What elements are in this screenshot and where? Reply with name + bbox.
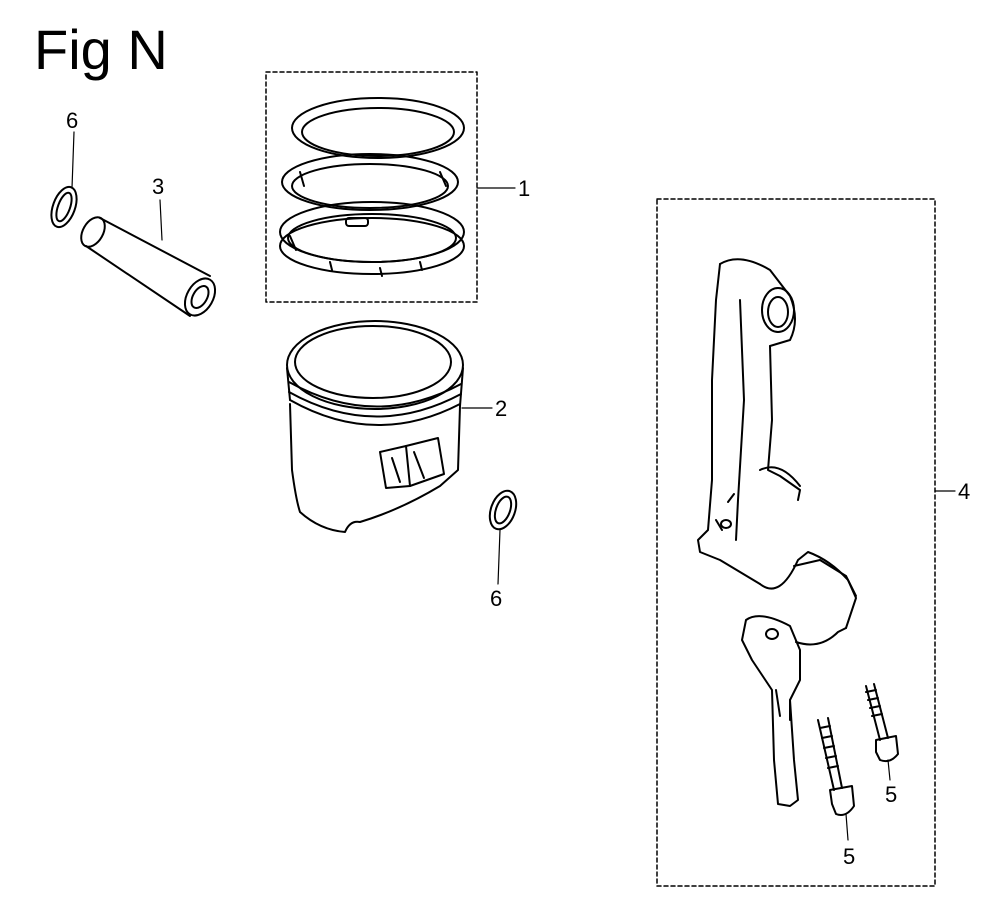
- callout-6a: 6: [66, 108, 78, 133]
- rod-assembly-dashed-box: [656, 198, 936, 887]
- callout-6b: 6: [490, 586, 502, 611]
- leader-5b: [845, 813, 849, 841]
- callout-4: 4: [958, 479, 970, 504]
- pin-clip-b: [488, 489, 518, 531]
- callout-leaders: [71, 131, 956, 841]
- leader-6b: [497, 529, 501, 585]
- piston-ring-set: [265, 71, 478, 303]
- ring-set-dashed-box: [265, 71, 478, 303]
- rod-bolt-b: [817, 717, 855, 816]
- callout-3: 3: [152, 174, 164, 199]
- rod-bolt-a: [865, 683, 899, 763]
- callout-2: 2: [495, 396, 507, 421]
- leader-6a: [71, 131, 75, 189]
- callout-5a: 5: [885, 782, 897, 807]
- connecting-rod-assembly: [656, 198, 936, 887]
- piston: [286, 320, 464, 533]
- leader-5a: [887, 759, 891, 781]
- callout-1: 1: [518, 176, 530, 201]
- callout-5b: 5: [843, 844, 855, 869]
- figure-title: Fig N: [34, 18, 168, 81]
- leader-3: [159, 199, 163, 241]
- piston-pin: [80, 216, 217, 317]
- pin-clip-a: [50, 185, 78, 229]
